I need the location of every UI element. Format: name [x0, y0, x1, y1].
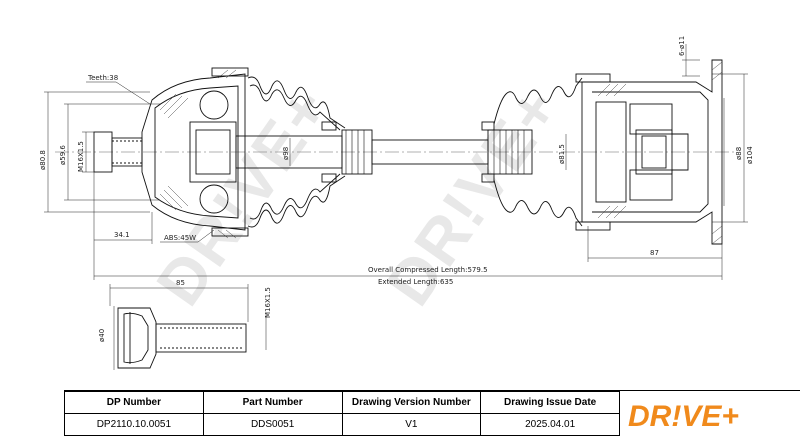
title-block-table: DP Number Part Number Drawing Version Nu… — [64, 391, 620, 436]
label-m16-left: M16X1.5 — [77, 141, 85, 172]
label-d40: ø40 — [98, 329, 106, 342]
drive-logo: DR!VE+ — [628, 400, 739, 433]
svg-text:DR!VE+: DR!VE+ — [628, 400, 739, 433]
drive-shaft-drawing: DR!VE+ DR!VE+ — [39, 36, 754, 370]
label-85: 85 — [176, 279, 185, 287]
label-d81-5: ø81.5 — [558, 144, 566, 164]
label-teeth: Teeth:38 — [87, 74, 118, 82]
label-extended: Extended Length:635 — [378, 278, 453, 286]
label-34-1: 34.1 — [114, 231, 130, 239]
value-drawing-version: V1 — [341, 413, 482, 436]
left-boot — [247, 76, 346, 228]
label-d88: ø88 — [735, 147, 743, 160]
value-issue-date: 2025.04.01 — [480, 413, 620, 436]
shaft — [235, 129, 533, 175]
title-block: DP Number Part Number Drawing Version Nu… — [64, 390, 800, 436]
label-d98: ø98 — [282, 147, 290, 160]
label-abs: ABS:45W — [164, 234, 196, 242]
dimension-labels: Teeth:38 ø80.8 ø59.6 M16X1.5 ø98 ø81.5 ø… — [39, 36, 754, 342]
header-drawing-version: Drawing Version Number — [341, 391, 482, 414]
label-d104: ø104 — [746, 146, 754, 164]
header-part-number: Part Number — [202, 391, 343, 414]
value-dp-number: DP2110.10.0051 — [64, 413, 204, 436]
label-m16-bolt: M16X1.5 — [264, 287, 272, 318]
svg-text:DR!VE+: DR!VE+ — [142, 73, 344, 318]
label-d59-6: ø59.6 — [59, 145, 67, 165]
dimension-lines — [44, 44, 748, 370]
title-block-header-row: DP Number Part Number Drawing Version Nu… — [64, 391, 620, 414]
header-issue-date: Drawing Issue Date — [480, 391, 620, 414]
title-block-value-row: DP2110.10.0051 DDS0051 V1 2025.04.01 — [64, 413, 620, 436]
value-part-number: DDS0051 — [202, 413, 343, 436]
header-dp-number: DP Number — [64, 391, 204, 414]
watermark: DR!VE+ DR!VE+ — [142, 73, 574, 318]
label-87: 87 — [650, 249, 659, 257]
label-d11: 6-ø11 — [678, 36, 686, 56]
label-overall: Overall Compressed Length:579.5 — [368, 266, 488, 274]
bolt — [117, 307, 247, 369]
label-d80-8: ø80.8 — [39, 150, 47, 170]
